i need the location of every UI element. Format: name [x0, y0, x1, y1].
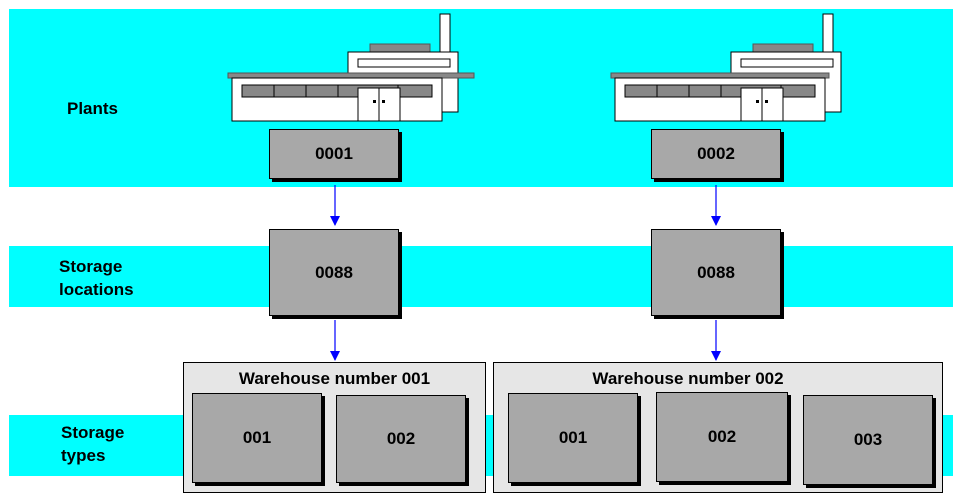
storage-type-box: 003 — [803, 395, 933, 485]
plant-box-0001: 0001 — [269, 129, 399, 179]
storage-location-box-plant1: 0088 — [269, 229, 399, 316]
plant-box-0002: 0002 — [651, 129, 781, 179]
storage-location-box-plant2: 0088 — [651, 229, 781, 316]
storage-type-box: 002 — [656, 392, 788, 482]
storage-type-box: 001 — [508, 393, 638, 483]
warehouse-002-title: Warehouse number 002 — [434, 369, 942, 389]
storage-type-box: 002 — [336, 395, 466, 483]
storage-type-box: 001 — [192, 393, 322, 483]
